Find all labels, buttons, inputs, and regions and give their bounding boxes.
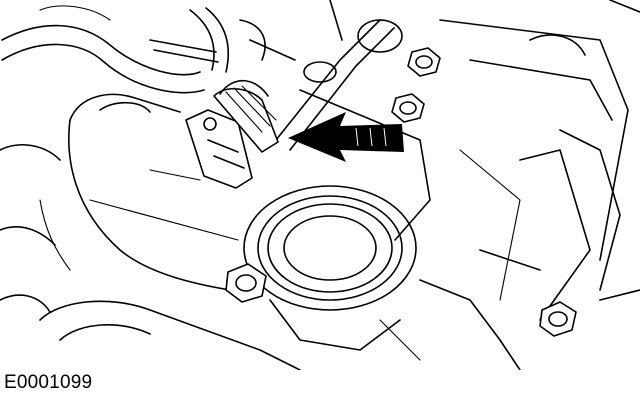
linkage-rod bbox=[271, 19, 381, 146]
flange-seal bbox=[243, 185, 417, 311]
coolant-tube bbox=[1, 5, 229, 94]
arrow-left-icon bbox=[288, 112, 404, 162]
bolt-icon bbox=[391, 93, 425, 123]
bolt-icon bbox=[539, 301, 577, 337]
bolt-icon bbox=[407, 47, 441, 77]
component-drawing bbox=[0, 0, 640, 370]
figure-id-label: E0001099 bbox=[4, 372, 93, 393]
connector-icon bbox=[185, 79, 279, 189]
lower-housing bbox=[0, 249, 640, 370]
upper-mechanism bbox=[239, 0, 431, 241]
bracket bbox=[439, 0, 640, 321]
bolt-icon bbox=[225, 263, 267, 303]
housing bbox=[0, 93, 239, 291]
